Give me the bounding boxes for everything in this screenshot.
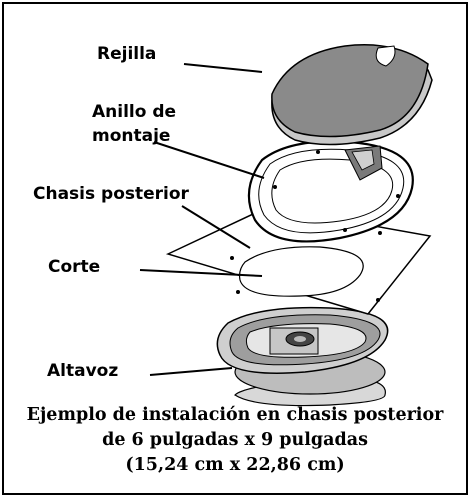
caption-line-3: (15,24 cm x 22,86 cm) <box>125 455 345 475</box>
speaker-drawing <box>216 306 389 407</box>
label-speaker: Altavoz <box>47 361 119 381</box>
label-rear-deck: Chasis posterior <box>33 184 189 204</box>
caption-line-2: de 6 pulgadas x 9 pulgadas <box>102 430 368 450</box>
label-cutout: Corte <box>48 257 101 277</box>
leader-lines <box>139 63 265 376</box>
rear-deck-drawing <box>165 206 432 315</box>
mounting-ring-drawing <box>247 140 414 243</box>
label-mounting-ring-line2: montaje <box>92 126 171 146</box>
figure-caption: Ejemplo de instalación en chasis posteri… <box>8 403 462 478</box>
grille-drawing <box>271 44 433 146</box>
label-grille: Rejilla <box>97 44 157 64</box>
label-mounting-ring-line1: Anillo de <box>92 102 177 122</box>
caption-line-1: Ejemplo de instalación en chasis posteri… <box>26 405 444 425</box>
